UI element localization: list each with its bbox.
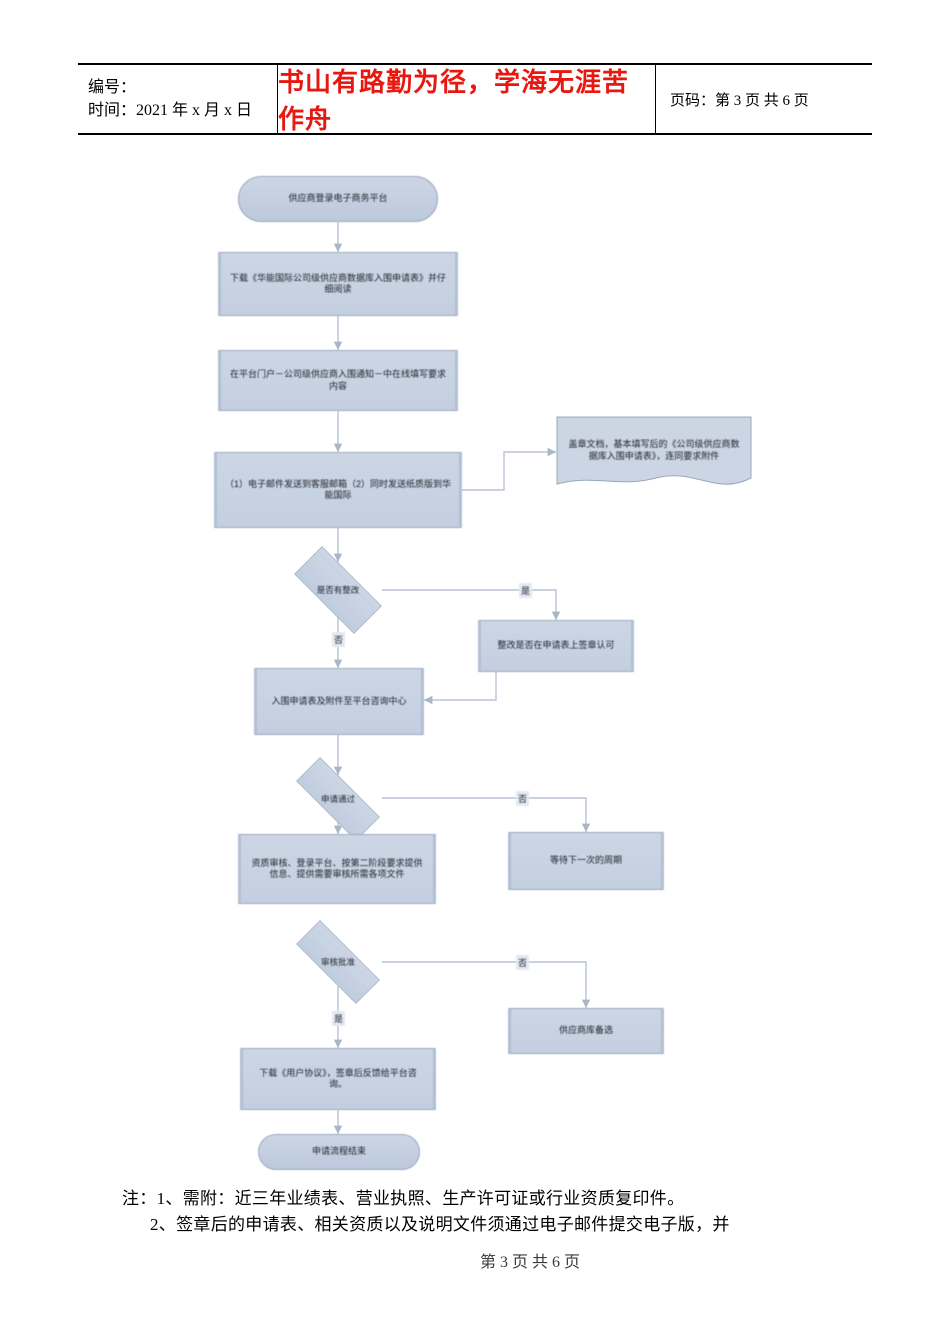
flow-node-decision-rectify-label: 是否有整改 [316, 584, 360, 595]
page-header-band: 编号： 时间：2021 年 x 月 x 日 书山有路勤为径，学海无涯苦作舟 页码… [78, 63, 872, 135]
footer-note-1: 注：1、需附：近三年业绩表、营业执照、生产许可证或行业资质复印件。 [122, 1189, 685, 1208]
flow-node-stamped-document[interactable]: 盖章文档，基本填写后的《公司级供应商数据库入围申请表》，连同要求附件 [556, 416, 752, 494]
flow-node-fill-online[interactable]: 在平台门户－公司级供应商入围通知－中在线填写要求内容 [218, 350, 458, 411]
header-page-current: 第 3 页 [715, 92, 761, 109]
page-number-text: 第 3 页 共 6 页 [479, 1254, 580, 1271]
flow-node-end-label: 申请流程结束 [311, 1146, 366, 1157]
flow-node-download-agreement-label: 下载《用户协议》，签章后反馈给平台咨询。 [259, 1067, 417, 1089]
flow-node-wait-next-cycle-label: 等待下一次的周期 [549, 855, 622, 866]
header-page-label: 页码： [670, 92, 716, 109]
header-slogan: 书山有路勤为径，学海无涯苦作舟 [278, 65, 656, 134]
flow-node-download-form-label: 下载《华能国际公司级供应商数据库入围申请表》并仔细阅读 [229, 272, 446, 294]
flow-node-decision-review-approved[interactable]: 审核批准 [278, 920, 398, 1004]
flow-node-qualification-review[interactable]: 资质审核、登录平台、按第二阶段要求提供信息、提供需要审核所需各项文件 [238, 834, 436, 904]
footer-notes: 注：1、需附：近三年业绩表、营业执照、生产许可证或行业资质复印件。 2、签章后的… [122, 1186, 882, 1239]
flow-node-send-to-service-center[interactable]: 入围申请表及附件至平台咨询中心 [254, 668, 424, 735]
flow-node-end[interactable]: 申请流程结束 [258, 1134, 420, 1170]
flow-node-wait-next-cycle[interactable]: 等待下一次的周期 [508, 832, 664, 890]
footer-note-2: 2、签章后的申请表、相关资质以及说明文件须通过电子邮件提交电子版，并 [150, 1215, 730, 1235]
flow-node-decision-review-approved-label: 审核批准 [320, 956, 355, 967]
flow-node-fill-online-label: 在平台门户－公司级供应商入围通知－中在线填写要求内容 [229, 369, 446, 391]
header-left-cell: 编号： 时间：2021 年 x 月 x 日 [78, 65, 278, 133]
flow-node-decision-application-passed[interactable]: 申请通过 [278, 757, 398, 841]
flow-node-download-agreement[interactable]: 下载《用户协议》，签章后反馈给平台咨询。 [240, 1048, 436, 1110]
edge-label-passed-no: 否 [516, 791, 530, 806]
flow-node-start-label: 供应商登录电子商务平台 [288, 193, 388, 204]
edge-label-approved-no: 否 [516, 955, 530, 970]
edge-label-rectify-yes: 是 [519, 583, 533, 598]
document-shape-icon [556, 416, 752, 485]
flow-node-rectify-signoff-label: 整改是否在申请表上签章认可 [497, 640, 615, 651]
flow-node-decision-rectify[interactable]: 是否有整改 [278, 546, 398, 634]
flow-node-rectify-signoff[interactable]: 整改是否在申请表上签章认可 [478, 620, 634, 672]
header-page-total: 共 6 页 [763, 92, 809, 109]
header-right-cell: 页码：第 3 页 共 6 页 [656, 65, 872, 133]
flow-node-stamped-document-label: 盖章文档，基本填写后的《公司级供应商数据库入围申请表》，连同要求附件 [568, 439, 740, 461]
flow-node-submit-email-label: （1）电子邮件发送到客服邮箱（2）同时发送纸质版到华能国际 [225, 478, 452, 500]
edge-label-rectify-no: 否 [332, 632, 346, 647]
flow-node-send-to-service-center-label: 入围申请表及附件至平台咨询中心 [271, 695, 407, 706]
page-number-footer: 第 3 页 共 6 页 [0, 1248, 950, 1272]
flow-node-supplier-pool-candidate-label: 供应商库备选 [558, 1025, 613, 1036]
flow-node-download-form[interactable]: 下载《华能国际公司级供应商数据库入围申请表》并仔细阅读 [218, 252, 458, 316]
flow-node-submit-email[interactable]: （1）电子邮件发送到客服邮箱（2）同时发送纸质版到华能国际 [214, 452, 462, 528]
flow-node-decision-application-passed-label: 申请通过 [320, 793, 355, 804]
edge-label-approved-yes: 是 [332, 1011, 346, 1026]
header-pagination: 页码：第 3 页 共 6 页 [670, 89, 872, 110]
flow-node-supplier-pool-candidate[interactable]: 供应商库备选 [508, 1008, 664, 1054]
header-number-label: 编号： [88, 78, 137, 96]
flow-node-qualification-review-label: 资质审核、登录平台、按第二阶段要求提供信息、提供需要审核所需各项文件 [251, 857, 423, 879]
header-time-label: 时间：2021 年 x 月 x 日 [88, 102, 253, 119]
flow-node-start[interactable]: 供应商登录电子商务平台 [238, 176, 438, 222]
